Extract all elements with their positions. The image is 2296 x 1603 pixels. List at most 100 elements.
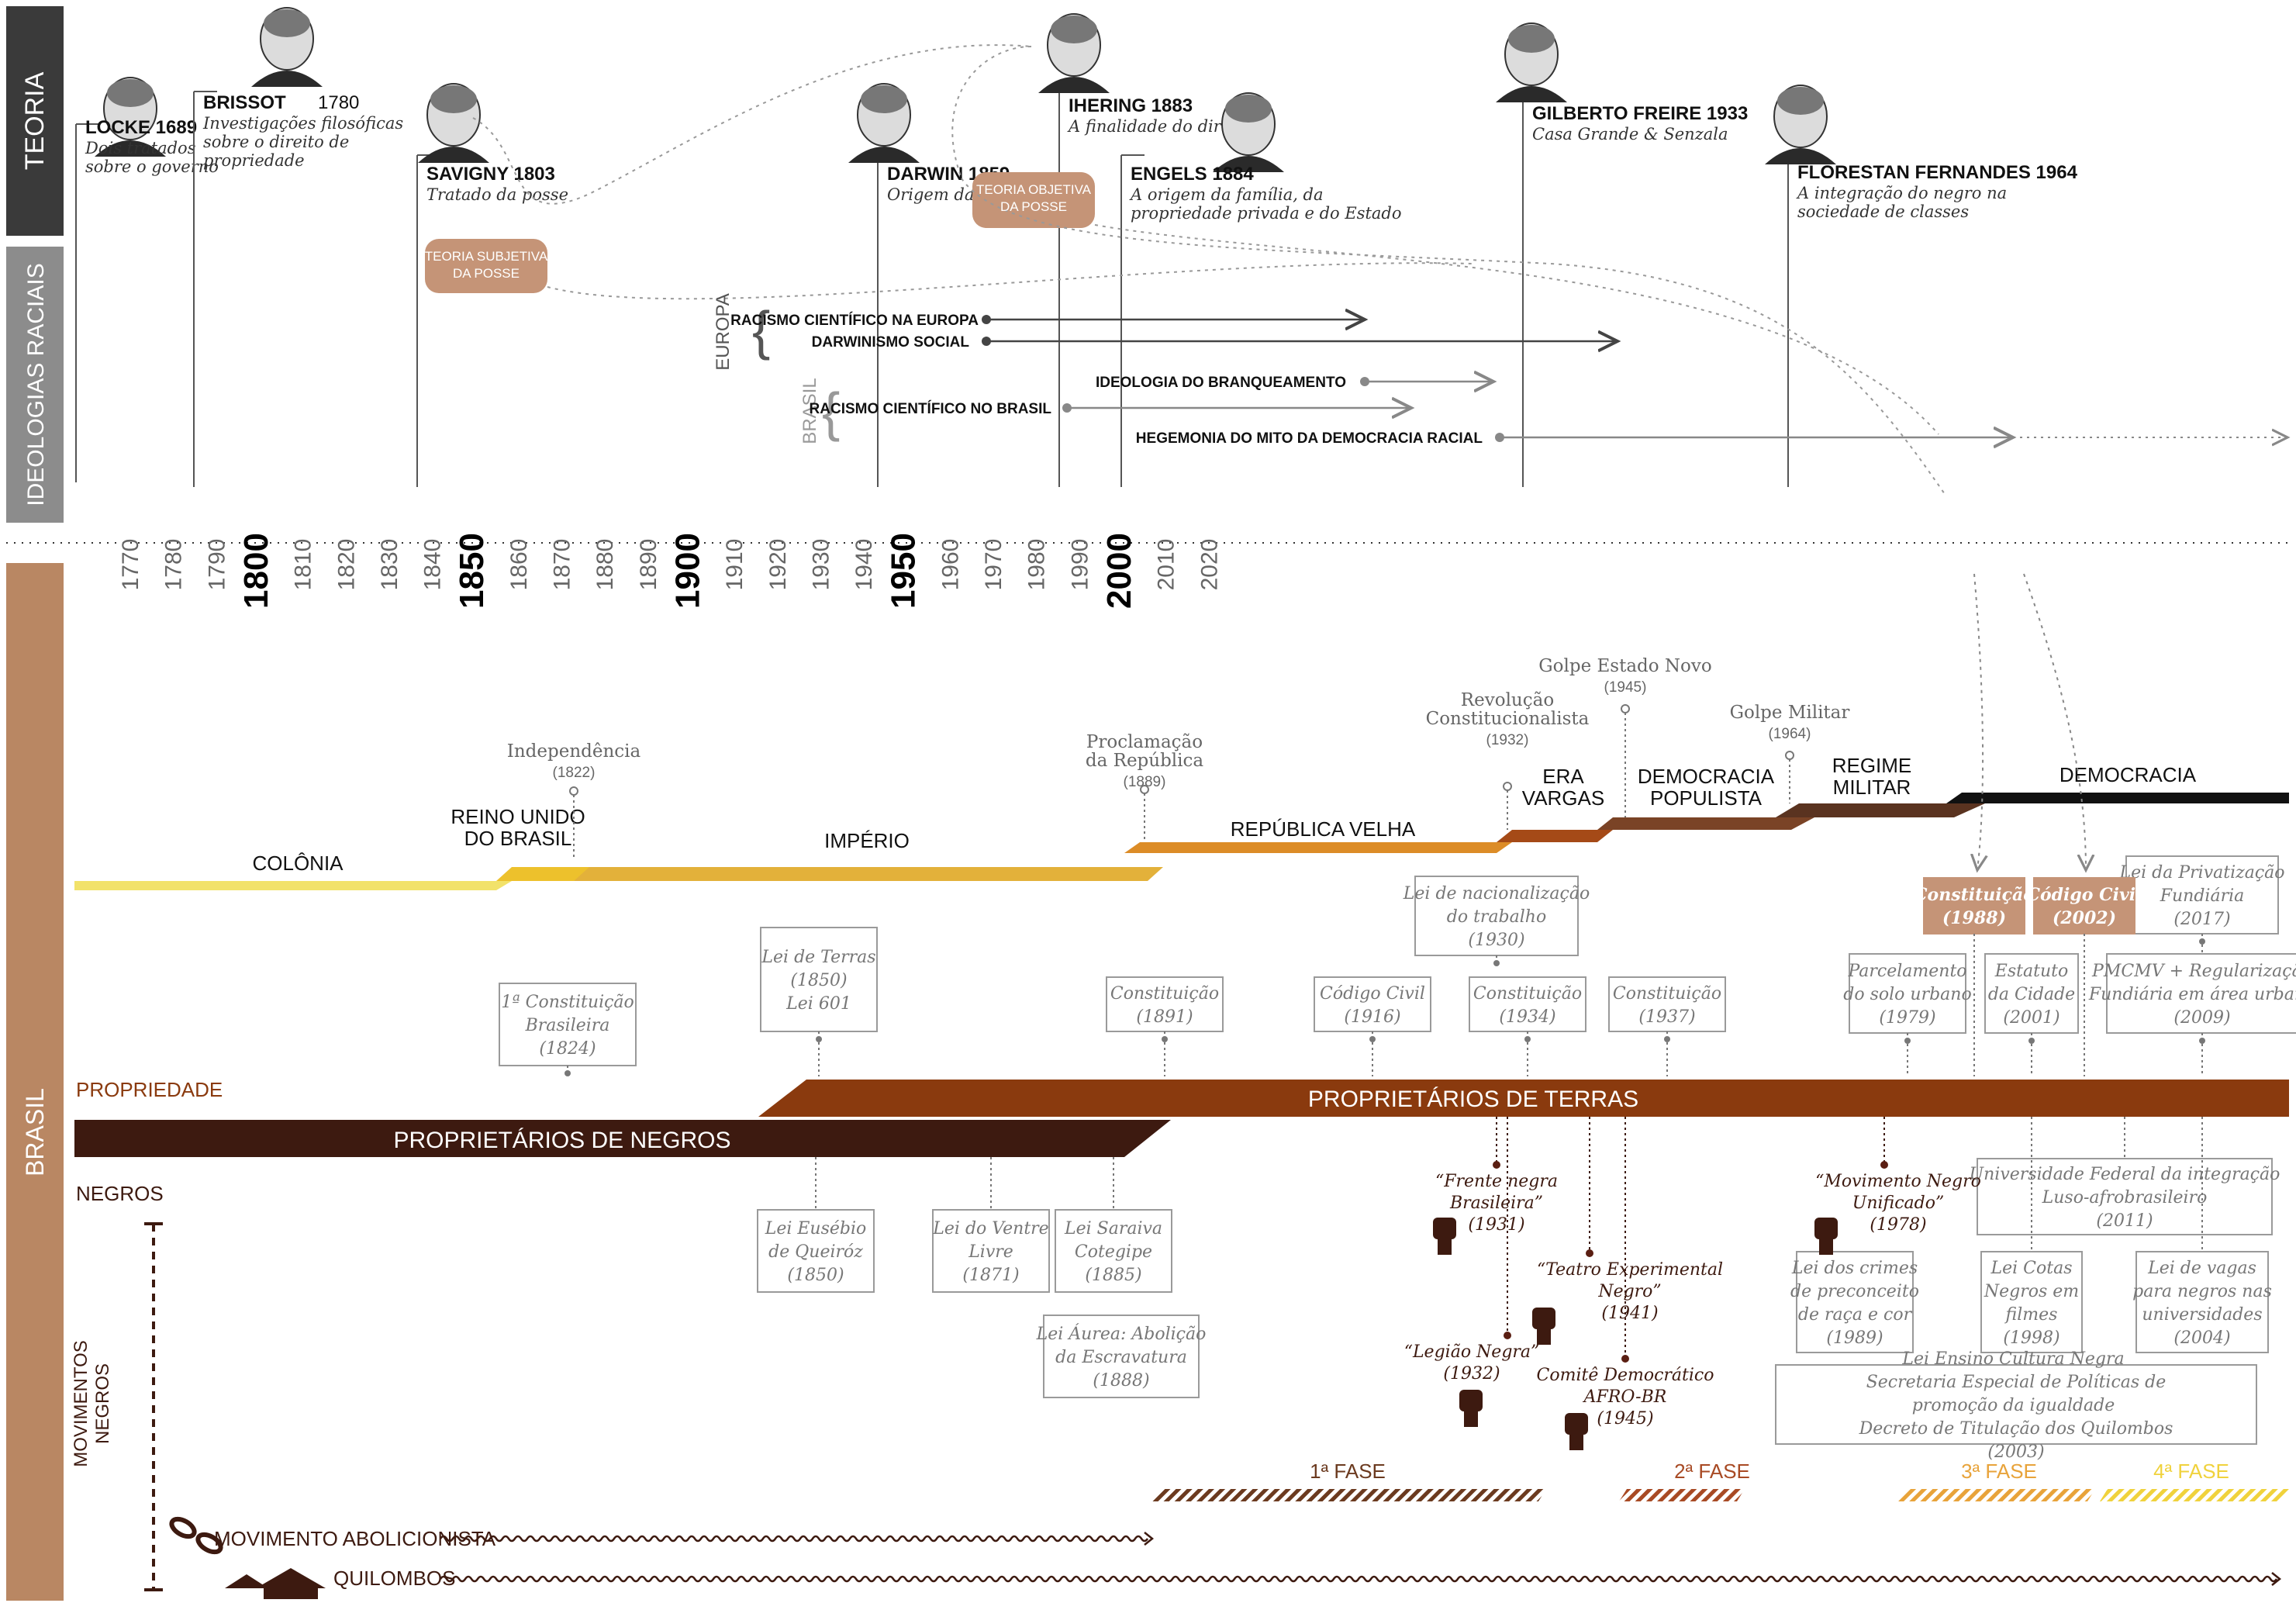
law-box bbox=[757, 1209, 875, 1293]
axis-year: 1970 bbox=[981, 539, 1006, 591]
period-bar bbox=[74, 881, 512, 890]
axis-year: 1890 bbox=[636, 539, 661, 591]
movement-dot bbox=[1880, 1161, 1888, 1169]
law-box bbox=[1849, 953, 1966, 1034]
ideology-label: HEGEMONIA DO MITO DA DEMOCRACIA RACIAL bbox=[1136, 430, 1483, 447]
period-bar bbox=[1124, 842, 1512, 853]
raised-fist-icon bbox=[1433, 1218, 1456, 1255]
hut-icon bbox=[225, 1568, 326, 1599]
raised-fist-icon bbox=[1459, 1390, 1483, 1427]
axis-year: 1840 bbox=[420, 539, 446, 591]
phase-bar bbox=[1898, 1489, 2095, 1501]
ideology-label: RACISMO CIENTÍFICO NA EUROPA bbox=[730, 312, 979, 329]
axis-year: 1870 bbox=[550, 539, 575, 591]
theory-flow-lines bbox=[472, 44, 1947, 497]
thinker-year: 1780 bbox=[318, 92, 359, 113]
event-year: (1822) bbox=[553, 765, 596, 781]
axis-year: 1900 bbox=[668, 533, 706, 609]
axis-year: 1850 bbox=[453, 533, 491, 609]
land-owners-label: PROPRIETÁRIOS DE TERRAS bbox=[1308, 1087, 1638, 1112]
negro-owners-bar bbox=[74, 1120, 1171, 1157]
law-box bbox=[1923, 877, 2025, 935]
event-title: Golpe Militar bbox=[1730, 703, 1850, 723]
axis-year: 1960 bbox=[937, 539, 963, 591]
axis-year: 1930 bbox=[808, 539, 834, 591]
ideology-label: DARWINISMO SOCIAL bbox=[812, 334, 970, 351]
movements-label: MOVIMENTOSNEGROS bbox=[71, 1340, 113, 1467]
law-text: Constituição(1988) bbox=[1914, 885, 2035, 928]
europa-brace: { bbox=[752, 300, 770, 361]
period-bar bbox=[1776, 803, 1985, 817]
axis-year: 1980 bbox=[1024, 539, 1050, 591]
thinker-name: LOCKE 1689 bbox=[85, 117, 197, 138]
law-box bbox=[2033, 877, 2135, 935]
event-marker bbox=[1621, 704, 1630, 713]
law-dot bbox=[2199, 938, 2205, 945]
axis-year: 1880 bbox=[592, 539, 618, 591]
brasil-brace: { bbox=[822, 382, 840, 442]
freire-portrait bbox=[1496, 22, 1567, 102]
event-marker bbox=[1503, 782, 1512, 791]
law-box bbox=[1796, 1251, 1914, 1353]
law-box bbox=[1414, 876, 1579, 956]
period-bar bbox=[1946, 793, 2289, 803]
raised-fist-icon bbox=[1565, 1413, 1588, 1450]
phase-label: 1ª FASE bbox=[1310, 1460, 1386, 1483]
movement-label: “Legião Negra”(1932) bbox=[1404, 1342, 1540, 1384]
period-label: DEMOCRACIA bbox=[2059, 763, 2197, 786]
ihering-portrait bbox=[1038, 13, 1110, 93]
axis-year: 2000 bbox=[1100, 533, 1138, 609]
law-box bbox=[1469, 976, 1586, 1032]
quilombos-label: QUILOMBOS bbox=[333, 1567, 455, 1590]
badge-teoria-objetiva bbox=[972, 172, 1095, 228]
event-marker bbox=[1140, 785, 1149, 794]
phase-bar bbox=[1152, 1489, 1546, 1501]
law-dot bbox=[1904, 1038, 1911, 1044]
event-marker bbox=[1785, 751, 1794, 760]
thinker-name: SAVIGNY 1803 bbox=[426, 164, 555, 185]
fernandes-portrait bbox=[1765, 85, 1836, 164]
event-year: (1932) bbox=[1486, 732, 1529, 748]
period-bar bbox=[1497, 830, 1613, 842]
sidebar-ideologias-label: IDEOLOGIAS RACIAIS bbox=[23, 263, 49, 506]
law-dot bbox=[565, 1070, 571, 1076]
thinker-name: GILBERTO FREIRE 1933 bbox=[1532, 103, 1748, 124]
badge-teoria-subjetiva bbox=[425, 239, 547, 293]
thinker-name: BRISSOT bbox=[203, 92, 286, 113]
axis-year: 1790 bbox=[204, 539, 230, 591]
sidebar-teoria bbox=[6, 6, 64, 236]
axis-year: 2010 bbox=[1154, 539, 1179, 591]
axis-year: 1800 bbox=[237, 533, 275, 609]
broken-chain-icon bbox=[169, 1516, 223, 1555]
axis-year: 1910 bbox=[722, 539, 747, 591]
law-text: Código Civil(2002) bbox=[2026, 885, 2142, 928]
law-text: Código Civil(1916) bbox=[1320, 984, 1425, 1027]
law-text: Lei Ensino Cultura Negra Secretaria Espe… bbox=[1859, 1349, 2173, 1462]
law-dot bbox=[1493, 960, 1500, 966]
axis-year: 1820 bbox=[333, 539, 359, 591]
axis-year: 1990 bbox=[1067, 539, 1093, 591]
law-box bbox=[499, 983, 637, 1066]
phase-bar bbox=[2100, 1489, 2289, 1501]
